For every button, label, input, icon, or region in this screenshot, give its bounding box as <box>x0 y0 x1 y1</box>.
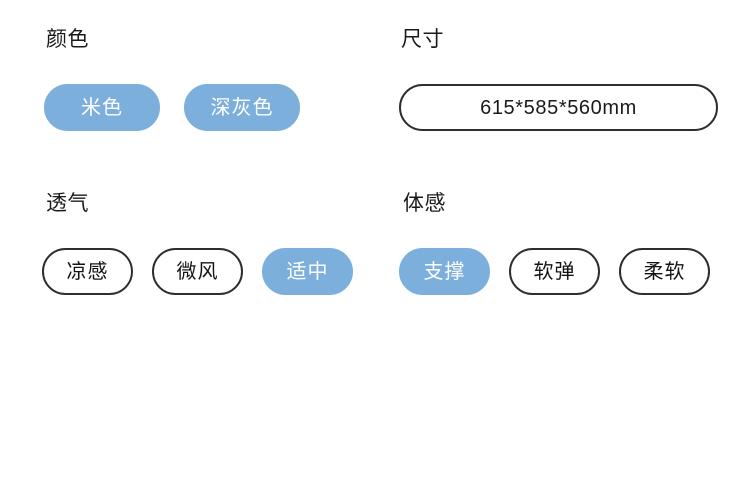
spec-group-breathability: 透气 凉感 微风 适中 <box>42 190 372 295</box>
breathability-options-row: 凉感 微风 适中 <box>42 248 372 295</box>
size-value-field[interactable]: 615*585*560mm <box>399 84 718 131</box>
spec-group-breathability-label: 透气 <box>46 192 89 215</box>
feel-option-1[interactable]: 软弹 <box>509 248 600 295</box>
spec-group-feel-label: 体感 <box>403 192 446 215</box>
breathability-option-2[interactable]: 适中 <box>262 248 353 295</box>
spec-group-size: 尺寸 615*585*560mm <box>399 26 729 131</box>
color-options-row: 米色 深灰色 <box>44 84 374 131</box>
color-option-1[interactable]: 深灰色 <box>184 84 300 131</box>
spec-group-color: 颜色 米色 深灰色 <box>44 26 374 131</box>
feel-option-0[interactable]: 支撑 <box>399 248 490 295</box>
spec-group-color-label: 颜色 <box>46 28 89 51</box>
color-option-0[interactable]: 米色 <box>44 84 160 131</box>
spec-group-feel: 体感 支撑 软弹 柔软 <box>399 190 729 295</box>
spec-group-size-label: 尺寸 <box>401 28 444 51</box>
size-value-text: 615*585*560mm <box>480 96 637 119</box>
breathability-option-0[interactable]: 凉感 <box>42 248 133 295</box>
feel-options-row: 支撑 软弹 柔软 <box>399 248 729 295</box>
feel-option-2[interactable]: 柔软 <box>619 248 710 295</box>
breathability-option-1[interactable]: 微风 <box>152 248 243 295</box>
